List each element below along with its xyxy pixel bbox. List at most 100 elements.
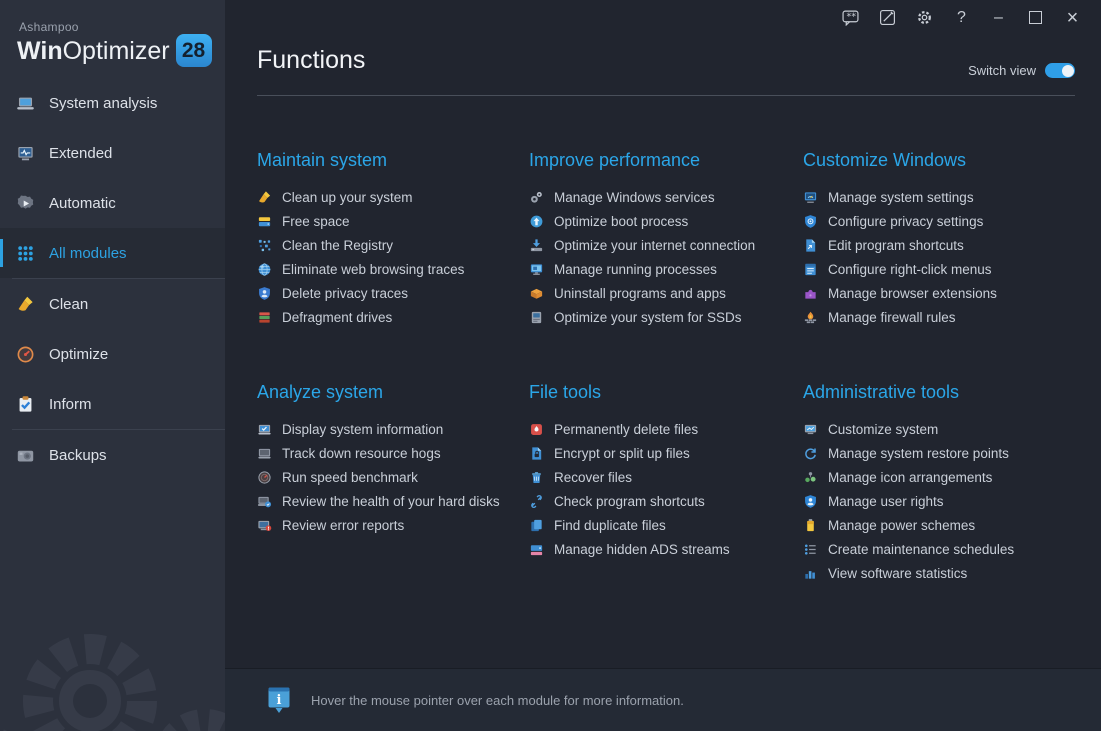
app-logo: Ashampoo WinOptimizer 28 (0, 0, 225, 78)
module-item-clean-up-your-system[interactable]: Clean up your system (257, 185, 529, 209)
module-item-optimize-your-system-for-ssds[interactable]: Optimize your system for SSDs (529, 305, 803, 329)
minimize-icon[interactable]: – (994, 8, 1003, 26)
sidebar-item-label: Inform (49, 395, 92, 413)
camera-backup-icon (16, 446, 35, 465)
logo-product: WinOptimizer (17, 36, 170, 65)
sidebar-item-inform[interactable]: Inform (0, 379, 225, 429)
module-item-free-space[interactable]: Free space (257, 209, 529, 233)
module-item-label: Encrypt or split up files (554, 445, 690, 461)
module-item-label: Configure right-click menus (828, 261, 992, 277)
module-item-label: Edit program shortcuts (828, 237, 964, 253)
automatic-gear-icon (16, 194, 35, 213)
module-item-label: Customize system (828, 421, 939, 437)
processes-monitor-icon (529, 262, 544, 277)
module-item-label: Find duplicate files (554, 517, 666, 533)
module-item-review-the-health-of-your-hard-disks[interactable]: Review the health of your hard disks (257, 489, 529, 513)
titlebar: **? – × (832, 0, 1101, 35)
module-item-create-maintenance-schedules[interactable]: Create maintenance schedules (803, 537, 1085, 561)
settings-gear-icon[interactable] (906, 0, 943, 35)
module-item-label: Uninstall programs and apps (554, 285, 726, 301)
module-item-find-duplicate-files[interactable]: Find duplicate files (529, 513, 803, 537)
module-item-manage-power-schemes[interactable]: Manage power schemes (803, 513, 1085, 537)
module-item-track-down-resource-hogs[interactable]: Track down resource hogs (257, 441, 529, 465)
module-item-eliminate-web-browsing-traces[interactable]: Eliminate web browsing traces (257, 257, 529, 281)
sidebar-item-label: Optimize (49, 345, 109, 363)
module-item-manage-firewall-rules[interactable]: Manage firewall rules (803, 305, 1085, 329)
sidebar-item-automatic[interactable]: Automatic (0, 178, 225, 228)
module-item-label: View software statistics (828, 565, 968, 581)
module-item-encrypt-or-split-up-files[interactable]: Encrypt or split up files (529, 441, 803, 465)
module-item-label: Clean up your system (282, 189, 413, 205)
module-item-manage-hidden-ads-streams[interactable]: Manage hidden ADS streams (529, 537, 803, 561)
module-item-manage-icon-arrangements[interactable]: Manage icon arrangements (803, 465, 1085, 489)
module-item-clean-the-registry[interactable]: Clean the Registry (257, 233, 529, 257)
module-item-review-error-reports[interactable]: Review error reports (257, 513, 529, 537)
edit-note-icon[interactable] (869, 0, 906, 35)
broom-icon (16, 295, 35, 314)
header-divider (257, 95, 1075, 96)
modules-grid-icon (16, 244, 35, 263)
svg-text:**: ** (846, 12, 856, 23)
restore-arrows-icon (803, 446, 818, 461)
module-item-label: Optimize boot process (554, 213, 689, 229)
module-item-defragment-drives[interactable]: Defragment drives (257, 305, 529, 329)
sidebar-item-label: Automatic (49, 194, 116, 212)
module-item-label: Configure privacy settings (828, 213, 984, 229)
module-item-label: Check program shortcuts (554, 493, 705, 509)
module-item-manage-system-settings[interactable]: Manage system settings (803, 185, 1085, 209)
module-item-label: Delete privacy traces (282, 285, 409, 301)
module-item-manage-windows-services[interactable]: Manage Windows services (529, 185, 803, 209)
section-title: Improve performance (529, 150, 701, 170)
module-item-check-program-shortcuts[interactable]: Check program shortcuts (529, 489, 803, 513)
sidebar-item-label: Extended (49, 144, 113, 162)
sidebar-item-label: System analysis (49, 94, 158, 112)
module-item-manage-user-rights[interactable]: Manage user rights (803, 489, 1085, 513)
switch-view: Switch view (968, 63, 1075, 78)
puzzle-icon (803, 286, 818, 301)
sidebar-item-extended[interactable]: Extended (0, 128, 225, 178)
module-item-uninstall-programs-and-apps[interactable]: Uninstall programs and apps (529, 281, 803, 305)
module-item-label: Manage icon arrangements (828, 469, 993, 485)
module-item-label: Free space (282, 213, 350, 229)
module-item-optimize-boot-process[interactable]: Optimize boot process (529, 209, 803, 233)
module-item-manage-browser-extensions[interactable]: Manage browser extensions (803, 281, 1085, 305)
ssd-icon (529, 310, 544, 325)
module-item-label: Manage browser extensions (828, 285, 997, 301)
help-icon[interactable]: ? (957, 8, 966, 26)
version-badge: 28 (175, 34, 212, 67)
switch-view-toggle[interactable] (1045, 63, 1075, 78)
monitor-pulse-icon (16, 144, 35, 163)
module-item-run-speed-benchmark[interactable]: Run speed benchmark (257, 465, 529, 489)
sidebar-item-all-modules[interactable]: All modules (0, 228, 225, 278)
module-item-configure-right-click-menus[interactable]: Configure right-click menus (803, 257, 1085, 281)
module-item-permanently-delete-files[interactable]: Permanently delete files (529, 417, 803, 441)
maximize-icon[interactable] (1017, 0, 1054, 35)
module-item-label: Manage firewall rules (828, 309, 956, 325)
footer-hint: i Hover the mouse pointer over each modu… (225, 668, 1101, 731)
module-item-delete-privacy-traces[interactable]: Delete privacy traces (257, 281, 529, 305)
sidebar-item-clean[interactable]: Clean (0, 279, 225, 329)
delete-flame-icon (529, 422, 544, 437)
sidebar-item-optimize[interactable]: Optimize (0, 329, 225, 379)
module-item-recover-files[interactable]: Recover files (529, 465, 803, 489)
broken-link-icon (529, 494, 544, 509)
sidebar-item-system-analysis[interactable]: System analysis (0, 78, 225, 128)
module-item-customize-system[interactable]: Customize system (803, 417, 1085, 441)
module-item-display-system-information[interactable]: Display system information (257, 417, 529, 441)
module-item-manage-running-processes[interactable]: Manage running processes (529, 257, 803, 281)
feedback-icon[interactable]: ** (832, 0, 869, 35)
sidebar-item-backups[interactable]: Backups (0, 430, 225, 480)
module-item-manage-system-restore-points[interactable]: Manage system restore points (803, 441, 1085, 465)
module-item-configure-privacy-settings[interactable]: Configure privacy settings (803, 209, 1085, 233)
close-icon[interactable]: × (1066, 6, 1079, 29)
module-item-optimize-your-internet-connection[interactable]: Optimize your internet connection (529, 233, 803, 257)
module-item-view-software-statistics[interactable]: View software statistics (803, 561, 1085, 585)
module-item-edit-program-shortcuts[interactable]: Edit program shortcuts (803, 233, 1085, 257)
module-item-label: Defragment drives (282, 309, 393, 325)
